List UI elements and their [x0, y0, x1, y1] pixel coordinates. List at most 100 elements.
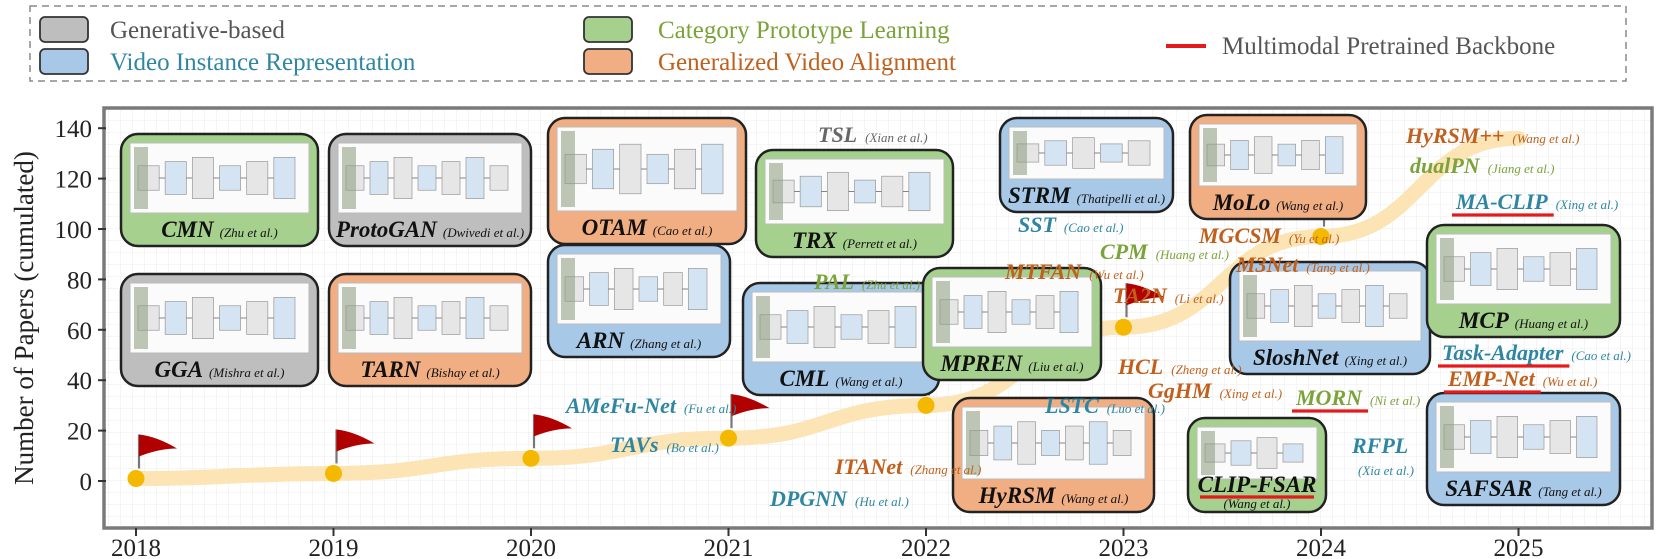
- figure-block: [619, 143, 642, 195]
- method-name: TA2N: [1113, 283, 1168, 308]
- card-citation: (Bishay et al.): [426, 365, 499, 380]
- x-tick-label: 2019: [309, 535, 359, 559]
- method-label: dualPN(Jiang et al.): [1410, 153, 1554, 178]
- card-citation: (Perrett et al.): [843, 236, 917, 251]
- method-name: HyRSM++: [1405, 123, 1504, 148]
- label-ta2n: TA2N(Li et al.): [1113, 283, 1224, 308]
- card-otam: OTAM(Cao et al.): [546, 116, 748, 246]
- card-caption: ProtoGAN(Dwivedi et al.): [335, 217, 524, 242]
- card-citation: (Huang et al.): [1515, 316, 1588, 331]
- method-name: TAVs: [610, 432, 659, 457]
- method-label: CPM(Huang et al.): [1100, 239, 1229, 264]
- figure-block: [1301, 140, 1320, 170]
- x-tick-label: 2023: [1099, 535, 1149, 559]
- label-task-adapter: Task-Adapter(Cao et al.): [1438, 340, 1631, 368]
- figure-block: [826, 171, 849, 212]
- label-dpgnn: DPGNN(Hu et al.): [769, 486, 909, 511]
- legend-border: [29, 5, 1627, 82]
- card-method-name: STRM: [1008, 183, 1072, 208]
- card-caption: SAFSAR(Tang et al.): [1445, 476, 1601, 501]
- data-point: [127, 469, 145, 487]
- method-name: DPGNN: [769, 486, 848, 511]
- figure-block: [1100, 143, 1123, 163]
- card-caption: CML(Wang et al.): [780, 366, 903, 391]
- flag-icon: [731, 394, 770, 417]
- card-mpren: MPREN(Liu et al.): [921, 266, 1103, 382]
- card-caption: GGA(Mishra et al.): [154, 357, 284, 382]
- figure-block: [589, 272, 609, 306]
- figure-block: [1059, 291, 1079, 334]
- method-citation: (Wu et al.): [1089, 267, 1144, 282]
- label-m3net: M3Net(Tang et al.): [1235, 252, 1370, 277]
- card-trx: TRX (Perrett et al.): [754, 148, 955, 259]
- card-citation: (Xing et al.): [1345, 353, 1407, 368]
- card-method-name: OTAM: [582, 215, 649, 240]
- figure-block: [369, 161, 389, 195]
- figure-block: [164, 161, 187, 195]
- method-name: HCL: [1117, 354, 1163, 379]
- method-name: MTFAN: [1004, 259, 1082, 284]
- figure-block: [1065, 425, 1084, 461]
- figure-block: [701, 143, 724, 195]
- card-method-name: CML: [780, 366, 830, 391]
- figure-block: [393, 297, 413, 340]
- figure-block: [813, 306, 836, 349]
- label-hcl: HCL(Zheng et al.): [1117, 354, 1242, 379]
- y-tick-label: 80: [67, 267, 92, 294]
- figure-frames: [134, 287, 148, 349]
- card-citation: (Liu et al.): [1028, 359, 1083, 374]
- card-arn: ARN(Zhang et al.): [546, 243, 732, 359]
- figure-block: [164, 301, 187, 335]
- figure-block: [687, 268, 708, 311]
- method-label: Task-Adapter(Cao et al.): [1442, 340, 1631, 365]
- method-label: MA-CLIP(Xing et al.): [1455, 189, 1618, 214]
- figure-block: [417, 305, 437, 331]
- figure-block: [246, 301, 269, 335]
- card-gga: GGA(Mishra et al.): [119, 272, 320, 388]
- card-method-name: MCP: [1458, 308, 1510, 333]
- figure-block: [1388, 293, 1408, 319]
- data-point: [917, 396, 935, 414]
- figure-block: [246, 161, 269, 195]
- card-caption: OTAM(Cao et al.): [582, 215, 713, 240]
- label-gghm: GgHM(Xing et al.): [1148, 378, 1282, 403]
- method-label: LSTC(Luo et al.): [1044, 393, 1165, 418]
- method-citation: (Xia et al.): [1358, 463, 1414, 478]
- card-method-name: TRX: [792, 228, 837, 253]
- data-point: [325, 464, 342, 482]
- card-caption: STRM(Thatipelli et al.): [1008, 183, 1165, 208]
- figure-frames: [769, 163, 783, 220]
- label-ma-clip: MA-CLIP(Xing et al.): [1452, 189, 1618, 217]
- x-tick-label: 2022: [901, 535, 951, 559]
- method-label: TAVs(Bo et al.): [610, 432, 719, 457]
- legend-label-backbone: Multimodal Pretrained Backbone: [1222, 33, 1555, 60]
- card-citation: (Zhang et al.): [630, 336, 701, 351]
- card-caption: HyRSM(Wang et al.): [978, 483, 1129, 508]
- card-caption: MPREN(Liu et al.): [939, 351, 1083, 376]
- card-citation: (Mishra et al.): [209, 365, 284, 380]
- data-point: [1115, 318, 1132, 336]
- legend-swatch-instance: [39, 48, 89, 75]
- figure-block: [1470, 252, 1492, 286]
- figure-block: [465, 157, 485, 200]
- figure-block: [1041, 430, 1060, 456]
- card-caption: MCP (Huang et al.): [1458, 308, 1588, 333]
- figure-block: [1523, 424, 1545, 450]
- method-name: MA-CLIP: [1455, 189, 1548, 214]
- figure-block: [963, 295, 983, 329]
- figure-frames: [561, 258, 575, 320]
- figure-frames: [342, 147, 356, 209]
- legend-label-prototype: Category Prototype Learning: [658, 17, 950, 44]
- method-label: M3Net(Tang et al.): [1235, 252, 1370, 277]
- card-safsar: SAFSAR(Tang et al.): [1425, 391, 1622, 507]
- method-name: CPM: [1100, 239, 1149, 264]
- card-citation: (Zhu et al.): [220, 225, 278, 240]
- figure-frames: [936, 281, 950, 343]
- card-clip-fsar: CLIP-FSAR(Wang et al.): [1186, 416, 1328, 514]
- method-citation: (Yu et al.): [1289, 231, 1339, 246]
- figure-block: [1549, 252, 1571, 286]
- figure-block: [1294, 285, 1313, 328]
- legend-swatch-generative: [39, 16, 89, 43]
- figure-block: [1112, 430, 1132, 456]
